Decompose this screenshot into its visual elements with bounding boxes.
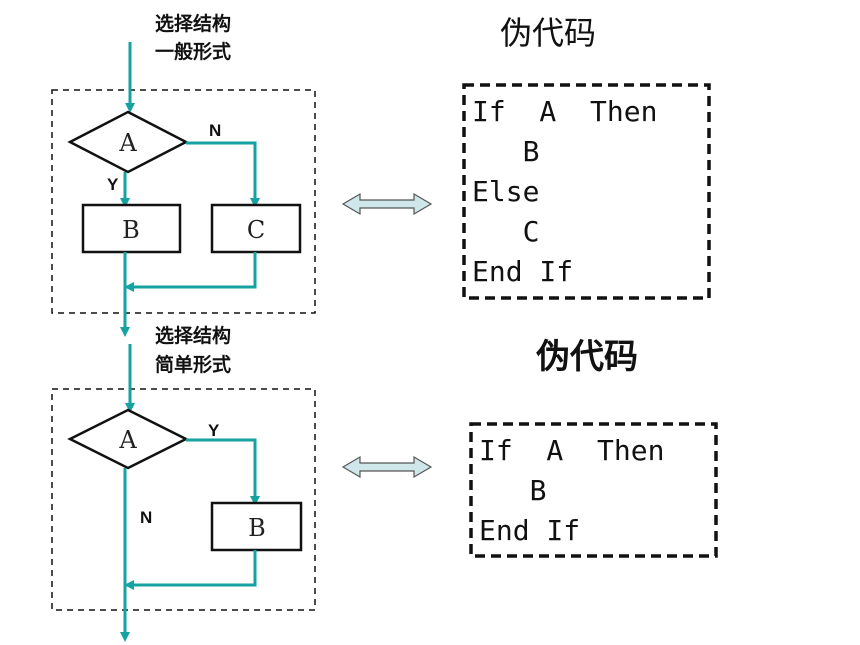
simple-pseudocode: 伪代码 If A Then B End If [469, 337, 718, 558]
general-caption-line2: 一般形式 [155, 40, 231, 63]
simple-form-diagram: 选择结构 简单形式 A Y B N [51, 324, 316, 642]
simple-code-line: End If [479, 514, 580, 547]
general-form-diagram: 选择结构 一般形式 A Y N B C [51, 12, 316, 337]
general-box-c-label: C [247, 216, 265, 244]
simple-box-b-label: B [248, 514, 266, 542]
general-merge-arrow [124, 252, 257, 292]
general-box-b [81, 203, 182, 254]
general-caption-line1: 选择结构 [155, 12, 231, 35]
general-no-label: N [209, 121, 221, 140]
simple-yes-arrow [186, 438, 260, 506]
general-code-line: If A Then [472, 95, 657, 128]
general-code-line: B [472, 135, 539, 168]
general-frame [51, 89, 316, 314]
simple-yes-label: Y [208, 421, 220, 440]
simple-code-line: B [479, 474, 546, 507]
simple-caption-line1: 选择结构 [155, 324, 231, 347]
general-code-frame [462, 83, 711, 300]
general-code-line: End If [472, 255, 573, 288]
general-pseudocode: 伪代码 If A Then B Else C End If [462, 14, 711, 300]
simple-equivalence-arrow [341, 455, 433, 479]
simple-frame [51, 388, 316, 611]
general-box-b-label: B [122, 216, 140, 244]
general-no-arrow [186, 141, 260, 208]
simple-no-label: N [140, 508, 152, 527]
simple-code-frame [469, 422, 718, 558]
simple-merge-arrow [124, 550, 257, 590]
simple-decision-label: A [118, 426, 137, 454]
general-box-c [210, 203, 302, 254]
general-yes-label: Y [107, 175, 119, 194]
general-code-line: C [472, 215, 539, 248]
general-decision-label: A [118, 129, 137, 157]
general-decision-diamond [67, 110, 189, 174]
simple-code-line: If A Then [479, 434, 664, 467]
general-equivalence-arrow [341, 192, 433, 216]
simple-code-title: 伪代码 [536, 337, 638, 377]
general-code-title: 伪代码 [500, 14, 596, 52]
simple-caption-line2: 简单形式 [155, 353, 231, 376]
general-code-line: Else [472, 175, 539, 208]
simple-decision-diamond [67, 408, 189, 470]
